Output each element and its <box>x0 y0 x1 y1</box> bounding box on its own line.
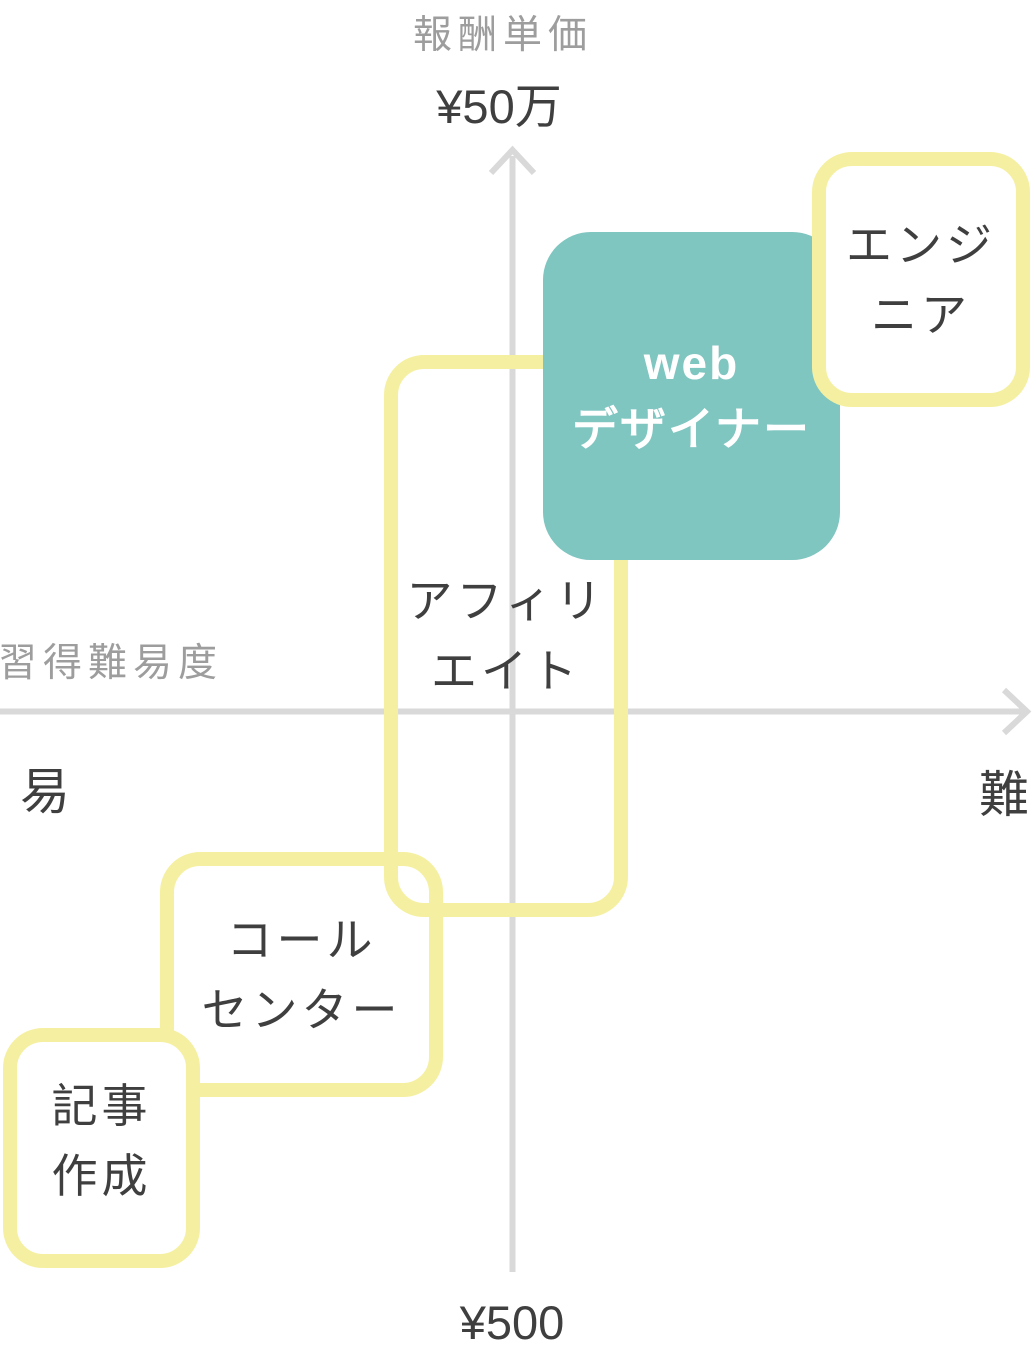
x-axis-max-label: 難 <box>979 767 1029 823</box>
y-axis-title: 報酬単価 <box>412 14 594 57</box>
item-engineer-label-line1: エンジ <box>846 218 996 271</box>
x-axis-min-label: 易 <box>20 764 70 820</box>
item-affiliate-label-line1: アフィリ <box>406 575 606 627</box>
y-axis-max-label: ¥50万 <box>436 80 562 133</box>
y-axis-arrow-icon <box>488 145 537 176</box>
item-affiliate-label-line2: エイト <box>431 645 581 697</box>
x-axis-title: 習得難易度 <box>0 642 224 685</box>
item-call-center-label-line1: コール <box>226 913 377 966</box>
item-article-writing-label-line2: 作成 <box>51 1150 152 1202</box>
item-web-designer-label-line1: web <box>643 337 740 389</box>
item-web-designer-label-line2: デザイナー <box>571 403 812 455</box>
item-engineer: エンジ ニア <box>812 152 1030 407</box>
item-web-designer: web デザイナー <box>543 232 840 560</box>
x-axis-arrow-icon <box>1001 687 1032 736</box>
y-axis-min-label: ¥500 <box>459 1296 565 1349</box>
item-engineer-label-line2: ニア <box>871 288 971 341</box>
item-article-writing: 記事 作成 <box>3 1028 200 1268</box>
item-article-writing-label-line1: 記事 <box>51 1080 152 1132</box>
item-call-center-label-line2: センター <box>201 983 402 1036</box>
